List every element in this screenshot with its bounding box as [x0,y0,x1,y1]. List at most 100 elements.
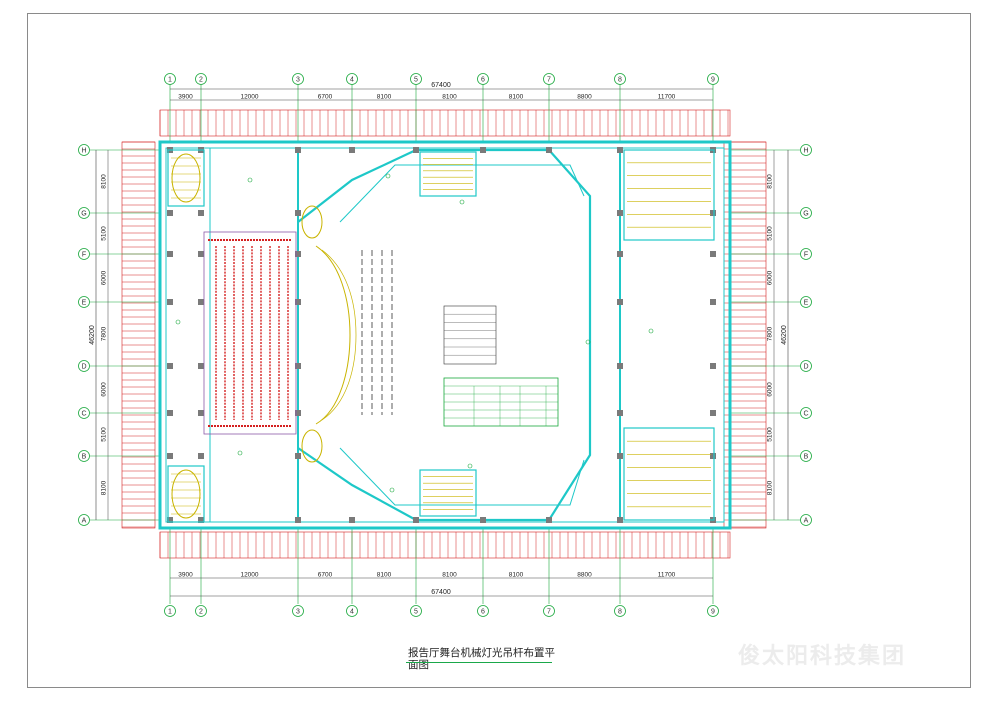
overall-depth-label: 46200 [781,325,788,345]
column-span-label: 8100 [442,572,457,579]
axis-bubble [78,450,90,462]
axis-label-B: B [82,453,87,460]
structural-column [617,363,623,369]
annotation-mark [237,450,243,456]
axis-label-A: A [82,517,87,524]
structural-column [198,410,204,416]
axis-bubble [195,73,207,85]
structural-column [167,210,173,216]
structural-column [198,517,204,523]
column-span-label: 6700 [318,94,333,101]
structural-column [167,299,173,305]
structural-column [617,410,623,416]
axis-label-H: H [803,147,808,154]
axis-label-D: D [81,363,86,370]
structural-column [710,299,716,305]
structural-column [295,517,301,523]
legend-table [443,305,497,365]
overall-width-label: 67400 [431,589,451,596]
structural-column [413,147,419,153]
structural-column [198,299,204,305]
structural-column [295,147,301,153]
elevator-ellipse [301,205,323,239]
dimension-band [121,141,156,529]
structural-column [295,363,301,369]
company-watermark: 俊太阳科技集团 [738,644,907,669]
axis-label-9: 9 [711,76,715,83]
axis-bubble [543,605,555,617]
annotation-mark [648,328,654,334]
structural-column [167,363,173,369]
axis-label-9: 9 [711,608,715,615]
axis-bubble [346,605,358,617]
axis-bubble [800,296,812,308]
structural-column [617,251,623,257]
dimension-band [159,109,731,137]
column-span-label: 12000 [240,572,258,579]
column-span-label: 8100 [509,94,524,101]
column-span-label: 8100 [377,572,392,579]
annotation-mark [247,177,253,183]
row-span-label: 6000 [767,382,774,397]
axis-label-3: 3 [296,76,300,83]
elevator-ellipse [171,153,201,203]
axis-bubble [410,73,422,85]
axis-bubble [292,605,304,617]
axis-bubble [800,407,812,419]
annotation-mark [585,339,591,345]
axis-label-E: E [804,299,809,306]
axis-label-6: 6 [481,608,485,615]
axis-bubble [346,73,358,85]
column-span-label: 3900 [178,572,193,579]
structural-column [349,517,355,523]
axis-label-5: 5 [414,608,418,615]
structural-column [710,210,716,216]
structural-column [480,147,486,153]
hall-wall [297,148,592,522]
axis-bubble [195,605,207,617]
structural-column [167,251,173,257]
dimension-band [159,531,731,559]
annotation-mark [389,487,395,493]
axis-label-8: 8 [618,608,622,615]
axis-bubble [543,73,555,85]
structural-column [546,517,552,523]
axis-bubble [800,514,812,526]
column-span-label: 6700 [318,572,333,579]
column-span-label: 8100 [377,94,392,101]
structural-column [167,453,173,459]
structural-column [480,517,486,523]
structural-column [167,517,173,523]
structural-column [295,210,301,216]
row-span-label: 7800 [767,326,774,341]
structural-column [546,147,552,153]
structural-column [198,251,204,257]
column-span-label: 8100 [509,572,524,579]
axis-bubble [800,450,812,462]
axis-bubble [800,360,812,372]
column-span-label: 8800 [577,94,592,101]
axis-label-F: F [82,251,86,258]
axis-bubble [707,605,719,617]
row-span-label: 5100 [101,226,108,241]
row-span-label: 8100 [101,174,108,189]
axis-label-G: G [81,210,86,217]
axis-bubble [78,207,90,219]
axis-bubble [164,73,176,85]
row-span-label: 6000 [101,270,108,285]
axis-label-1: 1 [168,76,172,83]
axis-label-C: C [803,410,808,417]
structural-column [198,210,204,216]
structural-column [295,299,301,305]
stair-core [167,149,205,207]
drawing-title: 报告厅舞台机械灯光吊杆布置平面图 [408,648,555,671]
axis-bubble [78,144,90,156]
axis-bubble [477,73,489,85]
row-span-label: 5100 [767,226,774,241]
column-span-label: 11700 [658,94,676,101]
structural-column [198,453,204,459]
structural-column [617,147,623,153]
axis-label-A: A [804,517,809,524]
axis-label-4: 4 [350,76,354,83]
